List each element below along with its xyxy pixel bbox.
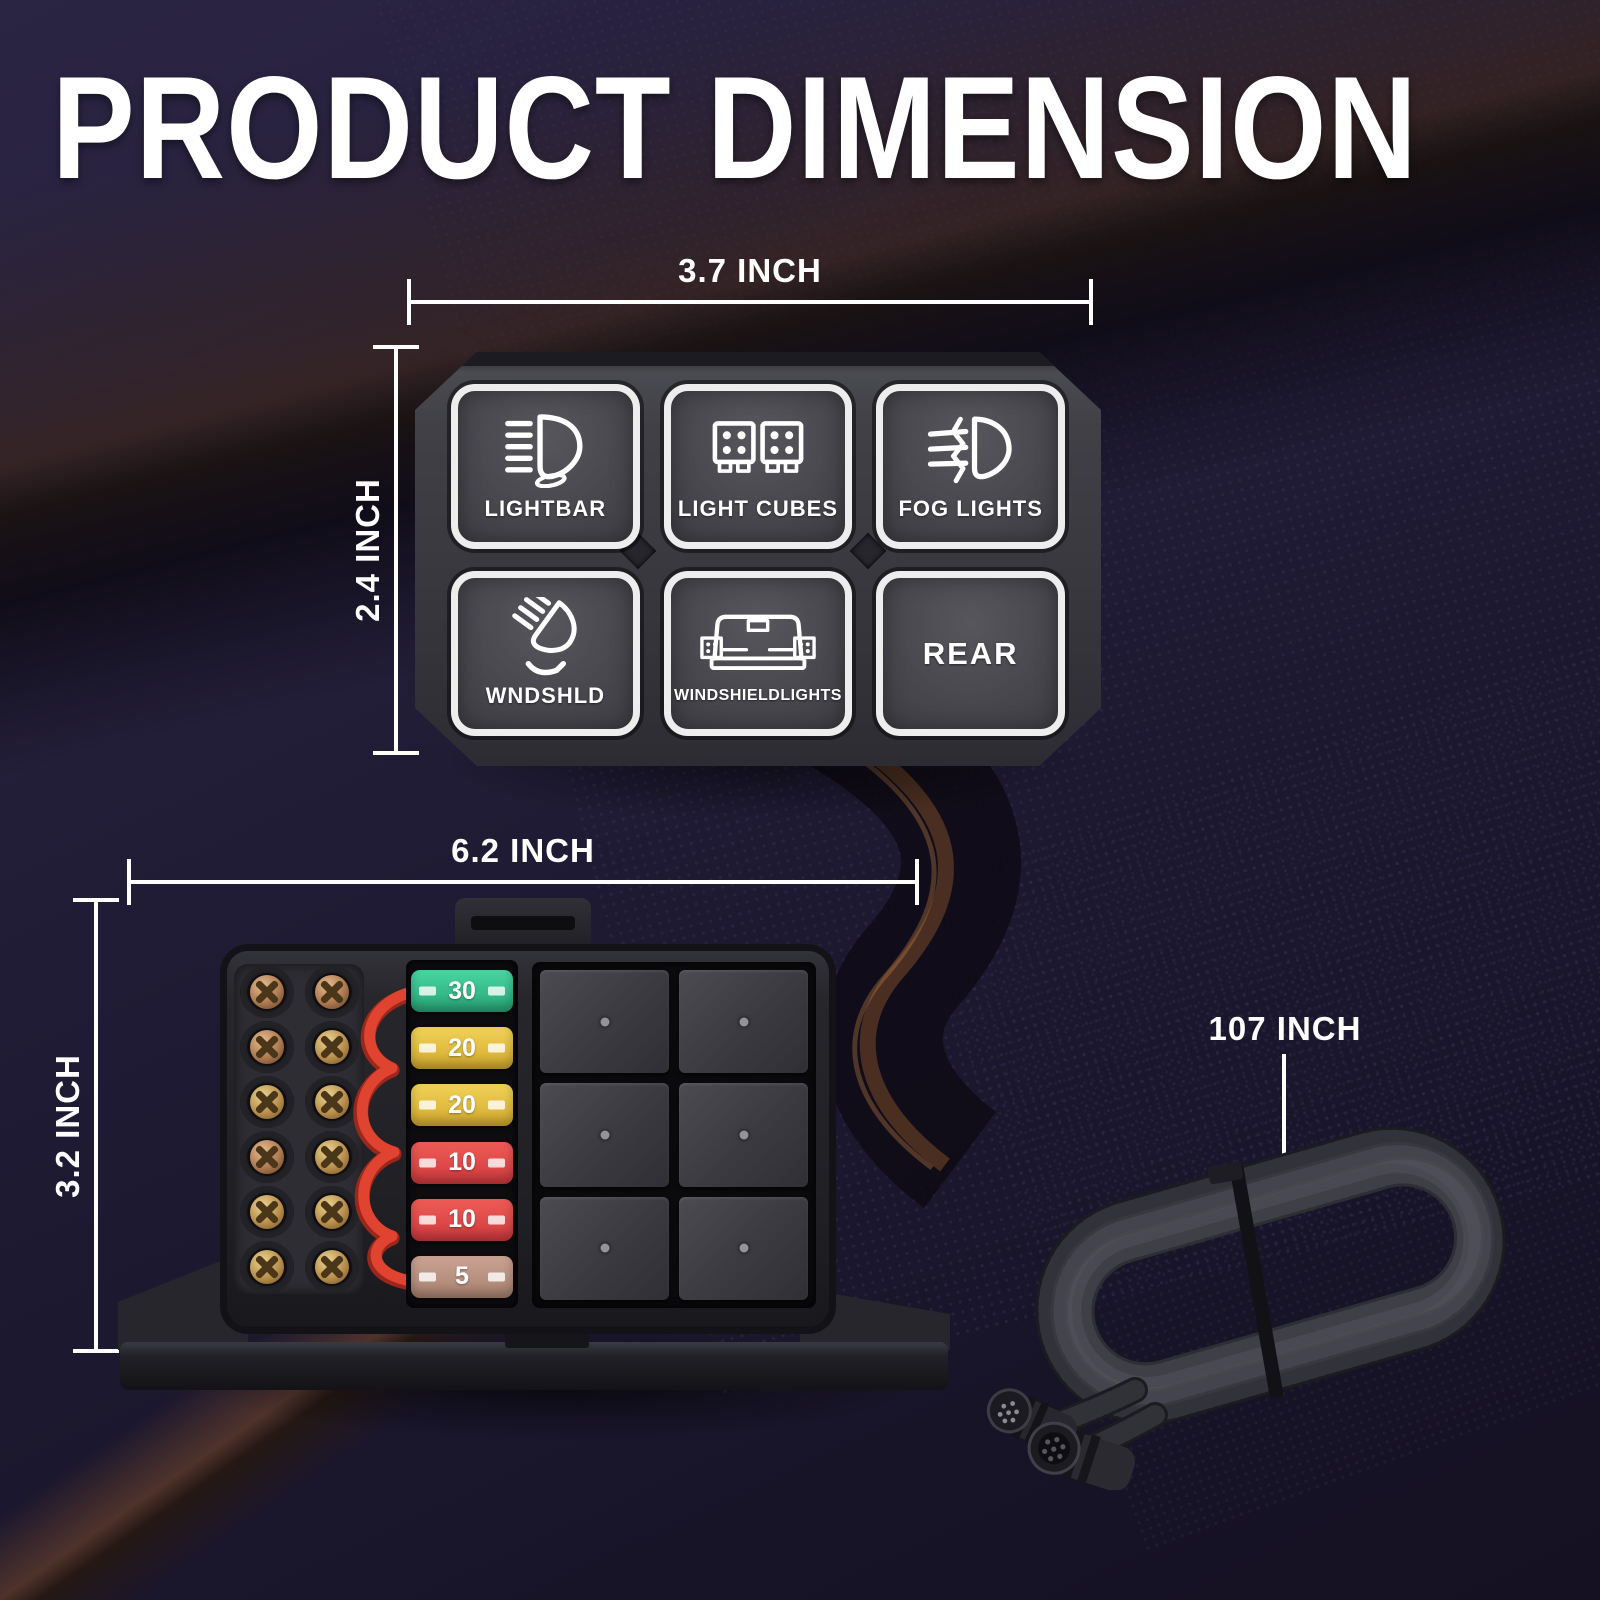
box-width-dimension: 6.2 INCH: [127, 832, 919, 905]
dimension-tick: [73, 1349, 119, 1353]
switch-panel: LIGHTBAR: [415, 352, 1101, 766]
box-width-dimension-label: 6.2 INCH: [451, 832, 595, 869]
fuse-30a: 30: [411, 970, 513, 1012]
switch-button-wndshld: WNDSHLD: [451, 571, 640, 736]
screw-terminal: [249, 1029, 284, 1064]
screw-terminal: [314, 1084, 349, 1119]
cable-length-label: 107 INCH: [1208, 1010, 1362, 1047]
fuse-amp-label: 5: [455, 1262, 469, 1291]
terminal-well: [304, 965, 359, 1018]
mounting-bracket-bar: [120, 1342, 948, 1390]
relay-block: [540, 1083, 669, 1187]
fuse-amp-label: 20: [448, 1033, 476, 1062]
switch-button-grid: LIGHTBAR: [451, 384, 1065, 736]
switch-button-label: LIGHTBAR: [484, 495, 607, 521]
terminal-well: [304, 1185, 359, 1238]
switch-button-fog-lights: FOG LIGHTS: [876, 384, 1065, 549]
dimension-tick: [373, 345, 419, 349]
switch-button-label: LIGHT CUBES: [677, 495, 839, 521]
terminal-well: [304, 1240, 359, 1293]
fuse-relay-box: 30 20 20 10 10 5: [220, 944, 836, 1334]
screw-terminal: [249, 1249, 284, 1284]
terminal-well: [239, 965, 294, 1018]
panel-height-dimension-line: [394, 345, 398, 755]
terminal-well: [239, 1240, 294, 1293]
panel-width-dimension-line: [407, 279, 1093, 325]
cable-leader-line: [1282, 1054, 1286, 1196]
switch-button-windshieldlights: WINDSHIELDLIGHTS: [663, 571, 853, 736]
relay-block: [679, 1196, 808, 1300]
fuse-amp-label: 20: [448, 1090, 476, 1119]
fuse-box-tab-slot: [471, 916, 575, 930]
cable-length-dimension: 107 INCH: [1180, 1010, 1390, 1048]
relay-block: [540, 1196, 669, 1300]
screw-terminal: [314, 1029, 349, 1064]
switch-button-light-cubes: LIGHT CUBES: [663, 384, 853, 549]
fuse-5a: 5: [411, 1255, 513, 1298]
switch-button-label: REAR: [922, 635, 1019, 671]
box-height-dimension-line: [94, 898, 98, 1353]
cable-connector-female: [1027, 1421, 1136, 1490]
terminal-well: [304, 1020, 359, 1073]
screw-terminal: [249, 1194, 284, 1229]
fuse-amp-label: 10: [448, 1148, 476, 1177]
wiring-harness-cable: [986, 1126, 1506, 1490]
light-cubes-icon: [703, 412, 813, 488]
fuse-20a: 20: [411, 1027, 513, 1070]
screw-terminal: [249, 974, 284, 1009]
panel-top-edge: [415, 352, 1101, 366]
dimension-tick: [373, 751, 419, 755]
terminal-well: [239, 1020, 294, 1073]
terminal-well: [239, 1185, 294, 1238]
terminal-well: [304, 1075, 359, 1128]
fuse-20a: 20: [411, 1084, 513, 1127]
lightbar-icon: [502, 412, 588, 488]
fog-lights-icon: [927, 412, 1015, 488]
fuse-amp-label: 10: [448, 1205, 476, 1234]
box-width-dimension-line: [127, 859, 919, 905]
screw-terminal: [314, 974, 349, 1009]
screw-terminal: [314, 1139, 349, 1174]
terminal-well: [304, 1130, 359, 1183]
switch-button-rear: REAR: [876, 571, 1065, 736]
screw-terminal: [249, 1084, 284, 1119]
switch-button-lightbar: LIGHTBAR: [451, 384, 640, 549]
switch-button-label: WNDSHLD: [485, 682, 606, 708]
terminal-well: [239, 1130, 294, 1183]
relay-block: [540, 970, 669, 1074]
switch-button-label: WINDSHIELDLIGHTS: [673, 686, 842, 704]
fuse-amp-label: 30: [448, 976, 476, 1005]
screw-terminal-block: [234, 964, 364, 1294]
terminal-well: [239, 1075, 294, 1128]
fuse-10a: 10: [411, 1198, 513, 1241]
dimension-tick: [73, 898, 119, 902]
dimension-tick: [407, 279, 411, 325]
panel-height-dimension: 2.4 INCH: [349, 345, 419, 755]
page-title: PRODUCT DIMENSION: [52, 46, 1418, 209]
box-height-dimension: 3.2 INCH: [49, 898, 119, 1353]
windshield-lightbar-icon: [700, 603, 816, 679]
panel-width-dimension: 3.7 INCH: [407, 252, 1093, 325]
screw-terminal: [314, 1249, 349, 1284]
windshield-light-icon: [502, 596, 588, 675]
switch-button-label: FOG LIGHTS: [898, 495, 1043, 521]
panel-height-dimension-label: 2.4 INCH: [349, 478, 386, 622]
screw-terminal: [314, 1194, 349, 1229]
screw-terminal: [249, 1139, 284, 1174]
relay-block: [679, 1083, 808, 1187]
red-jumper-wires: [353, 986, 418, 1290]
fuse-10a: 10: [411, 1141, 513, 1184]
fuse-rail: 30 20 20 10 10 5: [406, 960, 518, 1308]
dimension-tick: [915, 859, 919, 905]
panel-width-dimension-label: 3.7 INCH: [678, 252, 822, 289]
dimension-tick: [1089, 279, 1093, 325]
box-height-dimension-label: 3.2 INCH: [49, 1053, 86, 1198]
dimension-tick: [127, 859, 131, 905]
relay-block: [679, 970, 808, 1074]
relay-bank: [532, 962, 816, 1308]
